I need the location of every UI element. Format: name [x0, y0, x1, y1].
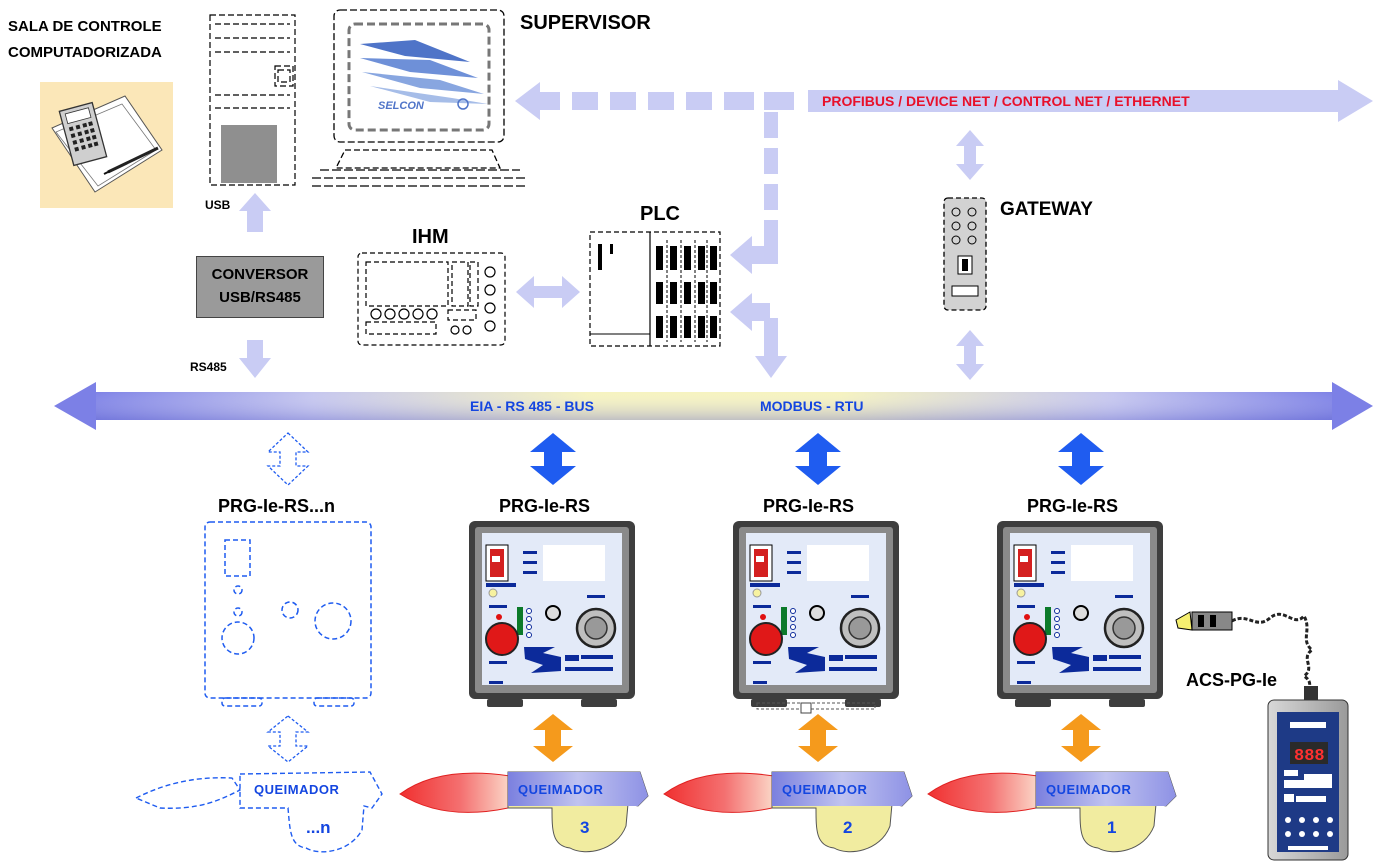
svg-text:888: 888: [1294, 747, 1325, 766]
controller-n-outline: [204, 521, 372, 707]
acs-cable: [1175, 611, 1318, 702]
controller-3: [469, 521, 635, 707]
plc-unit: [589, 231, 721, 347]
converter-box: CONVERSOR USB/RS485: [196, 256, 324, 318]
burner-number-2: 2: [843, 818, 853, 837]
supervisor-monitor: [312, 9, 526, 187]
rs485-bus: [54, 382, 1373, 430]
burner-n-outline: [134, 771, 383, 853]
control-room-label-2: COMPUTADORIZADA: [8, 44, 162, 61]
controller-label-3: PRG-Ie-RS: [499, 496, 591, 516]
controller-label-n: PRG-Ie-RS...n: [218, 496, 336, 516]
network-label: PROFIBUS / DEVICE NET / CONTROL NET / ET…: [822, 93, 1190, 109]
burner-3: [399, 771, 649, 853]
burner-2: [663, 771, 913, 853]
controller-2: [733, 521, 899, 714]
network-line: [239, 80, 1373, 380]
ihm-panel: [357, 252, 506, 346]
converter-label-2: USB/RS485: [219, 289, 301, 306]
burner-label-2: QUEIMADOR: [782, 782, 868, 797]
gateway-device: [943, 197, 987, 311]
pc-tower-panel: [221, 125, 277, 183]
controller-label-2: PRG-Ie-RS: [763, 496, 855, 516]
ihm-label: IHM: [412, 226, 449, 248]
monitor-brand-label: SELCON: [378, 100, 424, 112]
burner-number-1: 1: [1107, 818, 1117, 837]
control-room-icon: [40, 82, 173, 208]
supervisor-label: SUPERVISOR: [520, 12, 651, 34]
acs-programmer: 888: [1267, 699, 1349, 861]
burner-1: [927, 771, 1177, 853]
acs-label: ACS-PG-Ie: [1186, 670, 1278, 690]
plc-label: PLC: [640, 203, 680, 225]
pc-tower: [209, 14, 296, 186]
usb-label: USB: [205, 198, 231, 212]
burner-arrows: [533, 714, 1101, 762]
burner-label-3: QUEIMADOR: [518, 782, 604, 797]
selcon-logo: [360, 40, 488, 110]
burner-label-n: QUEIMADOR: [254, 782, 340, 797]
dashed-device-arrows: [266, 432, 310, 763]
bus-label-right: MODBUS - RTU: [760, 398, 864, 414]
converter-label-1: CONVERSOR: [211, 266, 309, 283]
bus-label-left: EIA - RS 485 - BUS: [470, 398, 594, 414]
burner-number-3: 3: [580, 818, 590, 837]
rs485-label: RS485: [190, 360, 227, 374]
control-room-label-1: SALA DE CONTROLE: [8, 18, 162, 35]
controller-label-1: PRG-Ie-RS: [1027, 496, 1119, 516]
device-bus-arrows: [530, 433, 1104, 485]
gateway-label: GATEWAY: [1000, 199, 1093, 220]
burner-number-n: ...n: [306, 818, 331, 837]
controller-1: [997, 521, 1163, 707]
burner-label-1: QUEIMADOR: [1046, 782, 1132, 797]
